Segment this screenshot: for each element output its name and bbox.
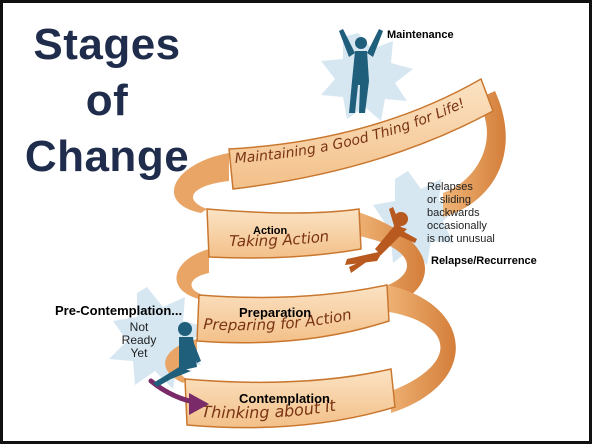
- person-arms-raised-icon: [339, 29, 383, 113]
- person-sliding-icon: [345, 207, 417, 273]
- label-maintenance: Maintenance: [387, 29, 454, 41]
- relapse-note-line: backwards: [427, 207, 480, 219]
- precontemplation-note: Not Ready Yet: [119, 321, 159, 360]
- person-sitting-icon: [153, 322, 201, 387]
- precontemplation-note-line: Not: [129, 320, 149, 334]
- relapse-note-line: Relapses: [427, 181, 473, 193]
- title-line-2: of: [85, 76, 129, 125]
- ribbon-back-5: [383, 285, 456, 413]
- ribbon-back-3: [353, 211, 425, 309]
- relapse-note: Relapses or sliding backwards occasional…: [427, 181, 495, 246]
- label-precontemplation: Pre-Contemplation...: [55, 303, 183, 318]
- starburst-left: [109, 287, 207, 389]
- label-relapse: Relapse/Recurrence: [431, 255, 537, 267]
- spiral-diagram: Maintaining a Good Thing for Life! Takin…: [109, 29, 506, 429]
- relapse-note-line: occasionally: [427, 220, 487, 232]
- precontemplation-note-line: Ready: [121, 333, 157, 347]
- ribbon-band-action: [206, 208, 362, 259]
- relapse-note-line: or sliding: [427, 194, 472, 206]
- title-line-3: Change: [24, 132, 190, 181]
- label-action: Action: [253, 225, 288, 237]
- ribbon-band-contemplation: [184, 368, 396, 429]
- band-text-action: Taking Action: [229, 227, 330, 250]
- label-contemplation: Contemplation: [239, 391, 330, 406]
- ribbon-band-preparation: [196, 284, 390, 344]
- ribbon-band-maintenance: [228, 77, 494, 190]
- precontemplation-note-line: Yet: [130, 346, 148, 360]
- ribbon-back-2: [173, 153, 229, 213]
- label-preparation: Preparation: [239, 305, 312, 320]
- title-line-1: Stages: [33, 20, 181, 69]
- ribbon-back-4: [176, 249, 209, 299]
- relapse-note-line: is not unusual: [427, 233, 495, 245]
- ribbon-back-1: [443, 91, 506, 217]
- arrowhead-icon: [189, 393, 209, 415]
